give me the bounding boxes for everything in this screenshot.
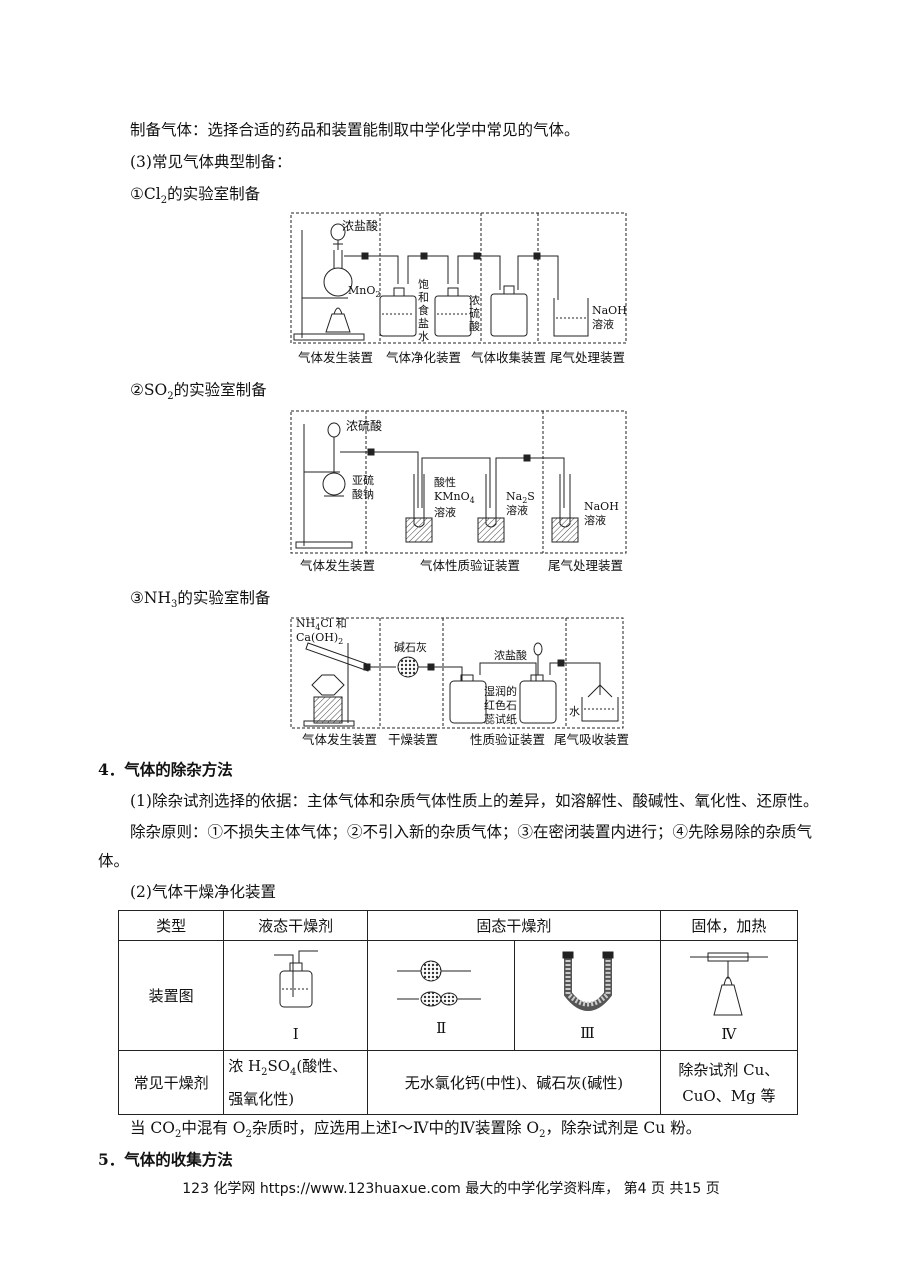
- nh3-caption-1: 气体发生装置: [302, 732, 377, 747]
- cl2-title: ①Cl2的实验室制备: [130, 185, 261, 207]
- section-4-para-3: (2)气体干燥净化装置: [130, 883, 276, 901]
- roman-iii: Ⅲ: [580, 1023, 595, 1042]
- heated-tube-icon: [689, 952, 768, 1015]
- nh3-reagent-label-1: NH4Cl 和: [296, 617, 347, 632]
- table-header-liquid: 液态干燥剂: [223, 910, 369, 941]
- nh3-soda-lime-label: 碱石灰: [394, 640, 427, 654]
- so2-caption-3: 尾气处理装置: [548, 558, 623, 573]
- roman-iv: Ⅳ: [721, 1024, 737, 1043]
- svg-text:盐: 盐: [418, 317, 429, 330]
- nh3-apparatus-figure: NH4Cl 和 Ca(OH)2 碱石灰 浓盐酸 湿润的 红色石 蕊试纸 水 气体…: [288, 615, 634, 750]
- nh3-reagent-label-2: Ca(OH)2: [296, 631, 343, 646]
- svg-text:硫: 硫: [469, 306, 480, 320]
- table-header-heat: 固体，加热: [659, 910, 799, 941]
- so2-naoh-solution: 溶液: [584, 513, 606, 527]
- so2-salt-label-1: 亚硫: [352, 473, 374, 487]
- svg-text:饱: 饱: [418, 277, 429, 291]
- so2-salt-label-2: 酸钠: [352, 487, 374, 501]
- device-iv-cell: Ⅳ: [659, 940, 799, 1051]
- table-row-common-label: 常见干燥剂: [117, 1050, 225, 1115]
- so2-naoh-label: NaOH: [584, 500, 619, 513]
- device-ii-cell: Ⅱ: [367, 940, 516, 1051]
- nh3-paper-label-3: 蕊试纸: [484, 713, 517, 726]
- so2-h2so4-label: 浓硫酸: [346, 418, 382, 433]
- cl2-caption-1: 气体发生装置: [298, 350, 373, 365]
- cl2-naoh-label: NaOH: [592, 304, 627, 317]
- so2-caption-2: 气体性质验证装置: [420, 558, 520, 573]
- so2-apparatus-figure: 浓硫酸 亚硫 酸钠 酸性 KMnO4 溶液 Na2S 溶液 NaOH 溶液 气体…: [288, 408, 630, 576]
- drying-device-table: 类型 液态干燥剂 固态干燥剂 固体，加热 装置图 Ⅰ: [117, 910, 799, 1115]
- nh3-caption-4: 尾气吸收装置: [554, 732, 629, 747]
- cl2-caption-3: 气体收集装置: [471, 350, 546, 365]
- cl2-apparatus-figure: 浓盐酸 MnO2 饱 和 食 盐 水 浓 硫 酸 NaOH 溶液 气体发生装置 …: [288, 210, 630, 370]
- nh3-water-label: 水: [569, 705, 580, 718]
- cl2-naoh-solution-label: 溶液: [592, 317, 614, 331]
- nh3-paper-label-2: 红色石: [484, 698, 517, 712]
- u-tube-icon: [562, 951, 614, 1011]
- nh3-title: ③NH3的实验室制备: [130, 589, 271, 611]
- page-footer: 123 化学网 https://www.123huaxue.com 最大的中学化…: [182, 1181, 720, 1197]
- device-i-cell: Ⅰ: [223, 940, 369, 1051]
- so2-na2s-solution: 溶液: [506, 503, 528, 517]
- section-5-title: 5．气体的收集方法: [98, 1150, 233, 1169]
- svg-text:浓: 浓: [469, 294, 480, 307]
- cl2-brine-label: 饱 和 食 盐 水: [418, 277, 429, 343]
- section-4-para-2b: 体。: [98, 852, 130, 870]
- device-iii-cell: Ⅲ: [514, 940, 661, 1051]
- roman-i: Ⅰ: [292, 1024, 299, 1043]
- nh3-caption-2: 干燥装置: [388, 732, 438, 747]
- nh3-paper-label-1: 湿润的: [484, 684, 517, 698]
- cl2-mno2-label: MnO2: [348, 284, 380, 299]
- so2-na2s-label: Na2S: [506, 490, 535, 505]
- svg-text:和: 和: [418, 291, 429, 304]
- cl2-h2so4-label: 浓 硫 酸: [469, 294, 480, 333]
- so2-kmno4-label-2: KMnO4: [434, 490, 475, 505]
- table-header-solid: 固态干燥剂: [367, 910, 661, 941]
- drying-tube-icon: [397, 960, 482, 1006]
- table-header-type: 类型: [117, 910, 225, 941]
- cl2-hcl-label: 浓盐酸: [342, 218, 378, 233]
- co2-note: 当 CO2中混有 O2杂质时，应选用上述Ⅰ～Ⅳ中的Ⅳ装置除 O2，除杂试剂是 C…: [130, 1119, 702, 1141]
- so2-kmno4-label-3: 溶液: [434, 505, 456, 519]
- so2-title: ②SO2的实验室制备: [130, 381, 267, 403]
- svg-text:水: 水: [418, 330, 429, 343]
- prep-gas-line: 制备气体：选择合适的药品和装置能制取中学化学中常见的气体。: [130, 121, 580, 139]
- section-4-para-1: (1)除杂试剂选择的依据：主体气体和杂质气体性质上的差异，如溶解性、酸碱性、氧化…: [130, 792, 819, 810]
- section-4-title: 4．气体的除杂方法: [98, 760, 233, 779]
- svg-text:食: 食: [418, 303, 429, 317]
- wash-bottle-icon: [273, 950, 318, 1007]
- nh3-hcl-label: 浓盐酸: [494, 648, 527, 662]
- cl2-caption-2: 气体净化装置: [386, 350, 461, 365]
- roman-ii: Ⅱ: [436, 1018, 447, 1037]
- liquid-desiccant-cell: 浓 H2SO4(酸性、 强氧化性): [223, 1050, 369, 1115]
- solid-desiccant-cell: 无水氯化钙(中性)、碱石灰(碱性): [367, 1050, 661, 1115]
- svg-text:酸: 酸: [469, 319, 480, 333]
- so2-caption-1: 气体发生装置: [300, 558, 375, 573]
- so2-kmno4-label-1: 酸性: [434, 475, 456, 489]
- heat-reagent-cell: 除杂试剂 Cu、 CuO、Mg 等: [659, 1050, 799, 1115]
- typical-prep-line: (3)常见气体典型制备：: [130, 153, 292, 171]
- section-4-para-2a: 除杂原则：①不损失主体气体；②不引入新的杂质气体；③在密闭装置内进行；④先除易除…: [130, 823, 813, 841]
- cl2-caption-4: 尾气处理装置: [550, 350, 625, 365]
- nh3-caption-3: 性质验证装置: [470, 732, 545, 747]
- table-row-device-label: 装置图: [117, 940, 225, 1051]
